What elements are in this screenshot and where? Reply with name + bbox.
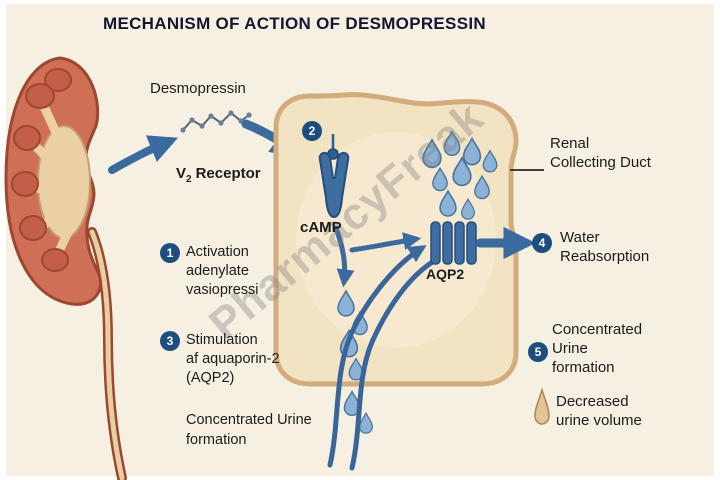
desmopressin-molecule [180, 110, 252, 133]
v2-receptor-label-sub: 2 [186, 174, 192, 185]
arrow-receptor-to-camp [333, 225, 355, 288]
renal-collecting-duct-label: Renal Collecting Duct [550, 135, 651, 171]
step-badge-4: 4 [532, 233, 552, 253]
step-badge-5: 5 [528, 342, 548, 362]
step-text-5: Concentrated Urine formation [552, 321, 643, 376]
ureter-lumen [89, 229, 125, 480]
urine-droplet-icon [534, 387, 550, 425]
kidney-illustration [4, 56, 127, 480]
page-title: MECHANISM OF ACTION OF DESMOPRESSIN [103, 14, 486, 33]
concentrated-urine-bottom-label: Concentrated Urine formation [186, 412, 312, 448]
desmopressin-label: Desmopressin [150, 80, 246, 97]
renal-pyramids [11, 68, 72, 272]
step-text-4: Water Reabsorption [560, 229, 650, 265]
step-text-3: Stimulation af aquaporin-2 (AQP2) [186, 332, 280, 386]
step-badge-2: 2 [302, 121, 322, 141]
camp-label: cAMP [300, 219, 342, 236]
v2-receptor-label-rest: Receptor [195, 165, 261, 182]
arrow-camp-to-aqp2 [349, 232, 422, 253]
arrow-kidney-to-desmopressin [108, 135, 178, 174]
step-text-1: Activation adenylate vasiopressi [186, 244, 259, 298]
step-badge-3: 3 [160, 331, 180, 351]
decreased-urine-label: Decreased urine volume [556, 393, 642, 429]
urine-stream-lines [327, 245, 437, 471]
water-droplet [359, 412, 373, 434]
aqp2-label: AQP2 [426, 266, 465, 282]
v2-receptor-label-v: V [176, 165, 187, 182]
step-badge-1: 1 [160, 243, 180, 263]
v2-receptor-shape [318, 134, 350, 219]
